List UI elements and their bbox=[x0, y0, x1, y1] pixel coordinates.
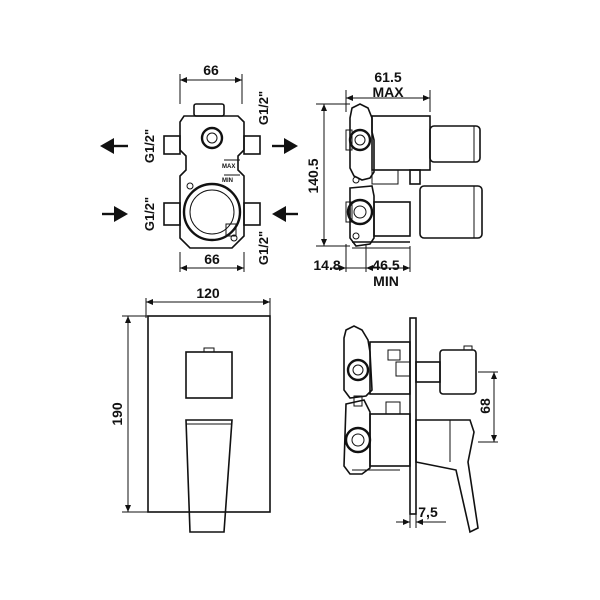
cover-plate-view: 120 190 bbox=[109, 285, 271, 533]
thread-label-upper-right: G1/2" bbox=[256, 91, 271, 125]
valve-side-body bbox=[345, 103, 483, 249]
dimension-depth-min: 46.5 MIN bbox=[366, 246, 411, 289]
dimension-offset-min-label: 14.8 bbox=[313, 257, 340, 273]
dimension-plate-height-label: 190 bbox=[109, 402, 125, 426]
dimension-depth-max: 61.5 MAX bbox=[345, 69, 431, 112]
dimension-depth-max-value: 61.5 bbox=[374, 69, 401, 85]
diverter-knob bbox=[185, 351, 233, 399]
dimension-width-top: 66 bbox=[179, 62, 243, 104]
min-marking: MIN bbox=[222, 178, 233, 184]
valve-side-view: 61.5 MAX 140.5 bbox=[305, 69, 483, 289]
dimension-width-bottom-label: 66 bbox=[204, 251, 220, 267]
dimension-handle-distance-label: 68 bbox=[477, 398, 493, 414]
dimension-plate-width: 120 bbox=[145, 285, 271, 318]
dimension-handle-distance: 68 bbox=[477, 371, 498, 443]
assembly-valve-body bbox=[343, 325, 411, 475]
mixer-lever bbox=[185, 419, 233, 533]
dimension-width-top-label: 66 bbox=[203, 62, 219, 78]
dimension-width-bottom: 66 bbox=[179, 251, 245, 272]
outflow-arrow-right-icon bbox=[272, 138, 298, 154]
valve-front-view: 66 MAX MIN bbox=[100, 62, 298, 272]
dimension-plate-thickness-label: 7,5 bbox=[418, 504, 438, 520]
cover-plate-outline bbox=[147, 315, 271, 513]
valve-body: MAX MIN bbox=[163, 103, 261, 249]
assembly-plate-edge bbox=[409, 317, 417, 515]
dimension-height: 140.5 bbox=[305, 103, 350, 247]
thread-label-lower-right: G1/2" bbox=[256, 231, 271, 265]
max-marking: MAX bbox=[222, 164, 235, 170]
thread-label-lower-left: G1/2" bbox=[142, 197, 157, 231]
dimension-depth-max-label: MAX bbox=[372, 84, 404, 100]
assembly-side-view: 68 7,5 bbox=[343, 317, 498, 534]
dimension-plate-width-label: 120 bbox=[196, 285, 220, 301]
inflow-arrow-left-icon bbox=[102, 206, 128, 222]
thread-label-upper-left: G1/2" bbox=[142, 129, 157, 163]
dimension-plate-thickness: 7,5 bbox=[396, 504, 446, 528]
dimension-depth-min-label: MIN bbox=[373, 273, 399, 289]
dimension-plate-height: 190 bbox=[109, 315, 148, 513]
dimension-height-label: 140.5 bbox=[305, 158, 321, 193]
assembly-lever bbox=[415, 419, 479, 534]
outflow-arrow-left-icon bbox=[100, 138, 128, 154]
assembly-knob bbox=[415, 345, 477, 395]
dimension-depth-min-value: 46.5 bbox=[372, 257, 399, 273]
inflow-arrow-right-icon bbox=[272, 206, 298, 222]
